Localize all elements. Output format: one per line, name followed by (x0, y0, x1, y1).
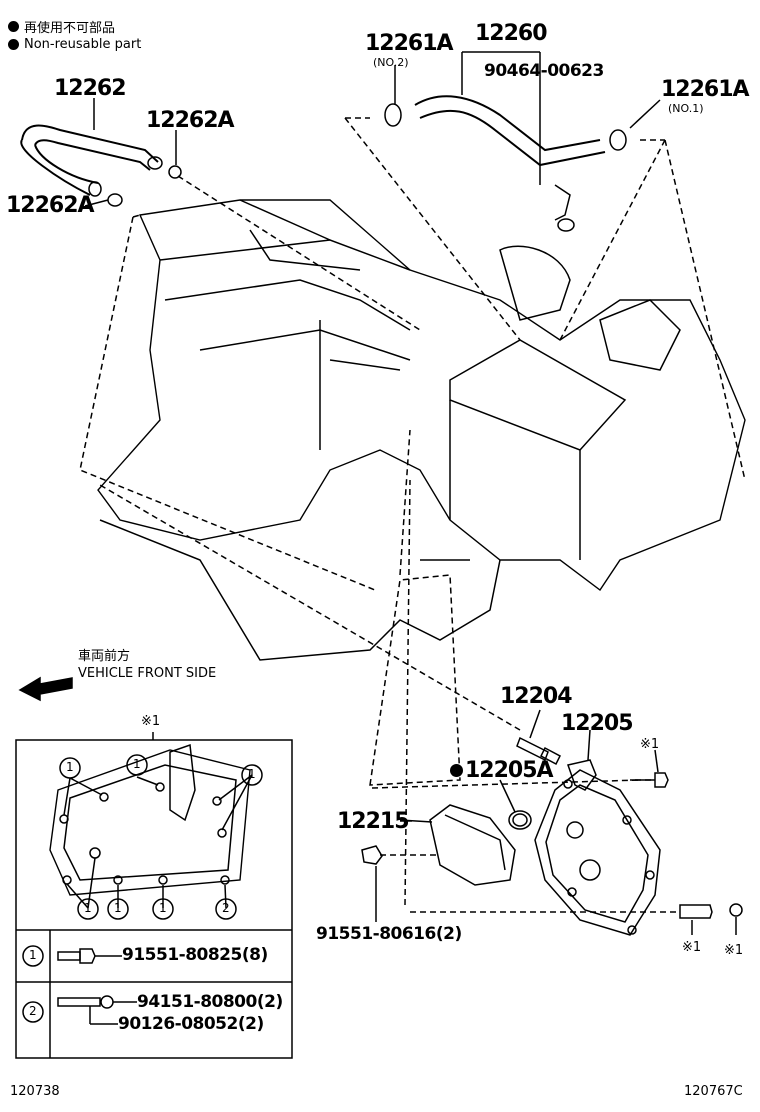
part-90126-08052: 90126-08052(2) (118, 1014, 264, 1034)
label-no1: (NO.1) (668, 102, 704, 115)
non-reusable-dot-icon (8, 39, 19, 50)
part-12262A-right: 12262A (146, 108, 235, 133)
non-reusable-dot-icon (8, 21, 19, 32)
table-row-number: 2 (29, 1004, 37, 1018)
inset-circle-label: 1 (159, 901, 167, 915)
non-reusable-dot-icon (450, 764, 463, 777)
part-12205: 12205 (561, 711, 634, 736)
part-12262A-left: 12262A (6, 193, 95, 218)
part-91551-80825: 91551-80825(8) (122, 945, 268, 965)
table-row-number: 1 (29, 948, 37, 962)
inset-circle-label: 1 (114, 901, 122, 915)
footer-code-left: 120738 (10, 1084, 60, 1099)
part-12261A-no1: 12261A (661, 77, 750, 102)
vehicle-front-jp: 車両前方 (78, 649, 131, 664)
part-12261A-no2: 12261A (365, 31, 454, 56)
part-12262: 12262 (54, 76, 127, 101)
inset-circle-label: 1 (133, 757, 141, 771)
inset-circle-label: 2 (222, 901, 230, 915)
part-94151-80800: 94151-80800(2) (137, 992, 283, 1012)
part-90464-00623: 90464-00623 (484, 61, 604, 81)
part-12260: 12260 (475, 21, 548, 46)
leader-12262A-left (79, 216, 376, 591)
inset-circle-label: 1 (84, 901, 92, 915)
symbol-ref-1-top: ※1 (640, 737, 660, 752)
part-91551-80616: 91551-80616(2) (316, 924, 462, 944)
symbol-ref-1-stud: ※1 (682, 940, 702, 955)
legend-en: Non-reusable part (8, 37, 141, 52)
label-no2: (NO.2) (373, 56, 409, 69)
part-12205A: 12205A (450, 758, 554, 783)
part-12204: 12204 (500, 684, 573, 709)
inset-circle-label: 1 (248, 767, 256, 781)
vehicle-front-en: VEHICLE FRONT SIDE (78, 666, 217, 681)
footer-code-right: 120767C (684, 1084, 743, 1099)
symbol-ref-1-nut: ※1 (724, 943, 744, 958)
symbol-ref-1-inset: ※1 (141, 714, 161, 729)
part-12215: 12215 (337, 809, 410, 834)
inset-circle-label: 1 (66, 760, 74, 774)
legend-jp: 再使用不可部品 (8, 17, 115, 36)
